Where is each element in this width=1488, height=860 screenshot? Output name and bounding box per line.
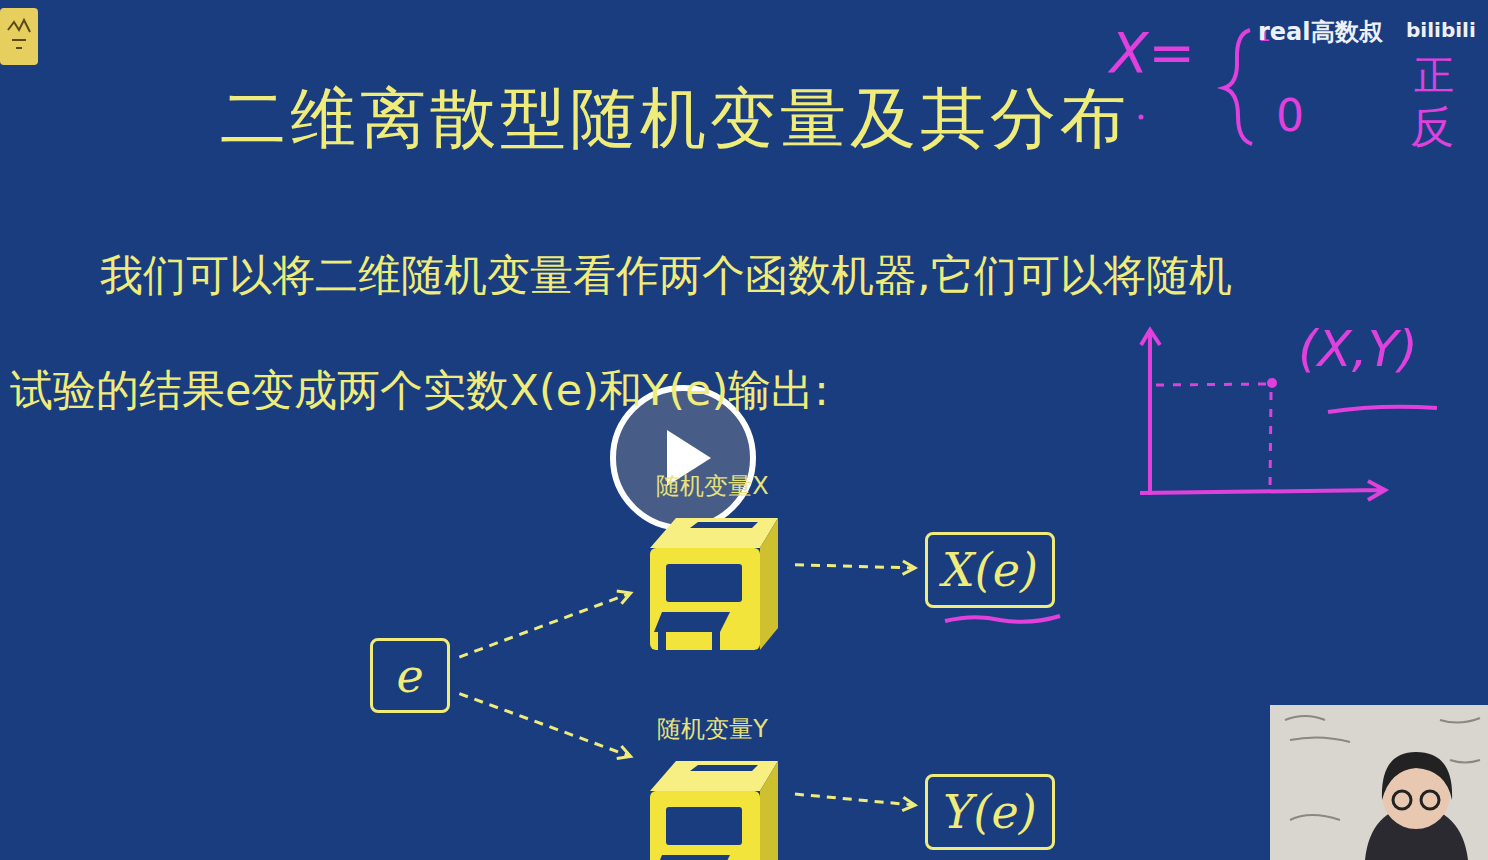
arrow-head — [902, 797, 915, 810]
webcam-glasses — [1421, 791, 1439, 809]
machine-tray — [654, 612, 730, 632]
machine-side — [760, 761, 778, 860]
hand-axis — [1141, 330, 1160, 495]
watermark: bilibili — [1406, 18, 1476, 42]
dashed-arrow — [795, 794, 915, 811]
arrow-shaft — [795, 794, 915, 805]
value-box: e — [370, 638, 450, 713]
machine-leg — [658, 632, 666, 650]
hand-annotation: 0 — [1276, 90, 1304, 141]
arrow-shaft — [795, 565, 915, 568]
hand-dashed — [1156, 384, 1268, 385]
arrow-head — [617, 746, 631, 759]
machine-front — [650, 548, 760, 650]
machine-slot — [690, 765, 758, 771]
machine-front — [650, 791, 760, 860]
webcam-hair — [1382, 752, 1452, 800]
arrow-shaft — [459, 593, 630, 657]
machine-top — [650, 761, 778, 791]
value-box: X(e) — [925, 532, 1055, 608]
hand-underline — [945, 616, 1060, 622]
hand-brace — [1224, 30, 1252, 144]
machine-slot — [690, 522, 758, 528]
machine-heading: 随机变量X — [640, 470, 785, 502]
hand-point — [1267, 378, 1277, 388]
hand-annotation: 正 — [1414, 48, 1454, 103]
channel-logo — [0, 8, 38, 65]
box-text: Y(e) — [943, 785, 1036, 839]
dashed-arrow — [795, 561, 915, 574]
box-text: e — [396, 649, 423, 703]
machine-opening — [666, 807, 742, 845]
hand-dot — [1139, 115, 1144, 120]
machine-opening — [666, 564, 742, 602]
webcam-thumbnail — [1270, 705, 1488, 860]
function-machine: 随机变量Y — [640, 713, 785, 860]
arrow-head — [903, 561, 915, 574]
machine-heading: 随机变量Y — [640, 713, 785, 745]
dashed-arrow — [459, 694, 630, 759]
slide-title: 二维离散型随机变量及其分布 — [220, 74, 1130, 164]
dashed-arrow — [459, 591, 630, 657]
arrow-shaft — [459, 694, 630, 757]
watermark: real高数叔 — [1258, 16, 1383, 48]
machine-illustration — [650, 761, 778, 860]
hand-annotation: X= — [1110, 20, 1195, 85]
hand-annotation: 反 — [1410, 98, 1454, 157]
webcam-glasses — [1393, 791, 1411, 809]
machine-side — [760, 518, 778, 650]
hand-annotation: (X,Y) — [1298, 320, 1418, 378]
box-text: X(e) — [942, 543, 1038, 597]
function-machine: 随机变量X — [640, 470, 785, 655]
machine-tray — [654, 855, 730, 860]
machine-illustration — [650, 518, 778, 650]
machine-top — [650, 518, 778, 548]
hand-underline — [1328, 407, 1437, 412]
logo-glyph — [8, 20, 30, 48]
hand-dashed — [1270, 392, 1271, 490]
arrow-head — [617, 591, 631, 604]
webcam-scribbles — [1285, 716, 1480, 820]
webcam-frame — [1270, 705, 1488, 860]
value-box: Y(e) — [925, 774, 1055, 850]
body-paragraph: 我们可以将二维随机变量看作两个函数机器,它们可以将随机 试验的结果e变成两个实数… — [10, 218, 1250, 448]
hand-axis — [1140, 481, 1385, 500]
machine-leg — [712, 632, 720, 650]
